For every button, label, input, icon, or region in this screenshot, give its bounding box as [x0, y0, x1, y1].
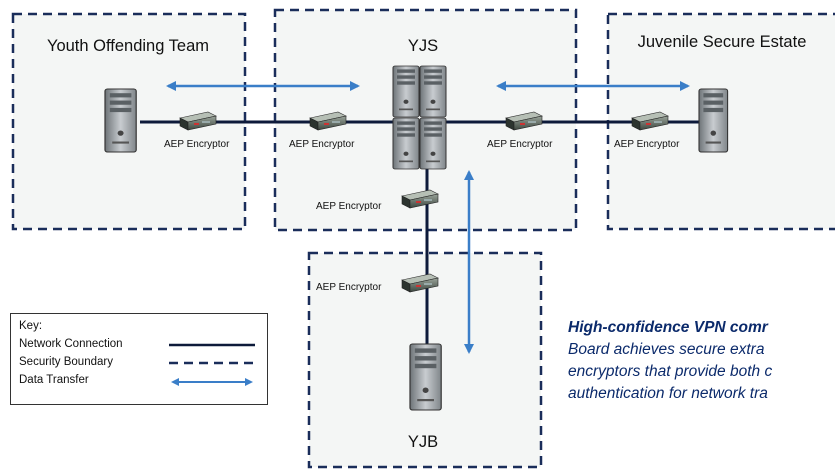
caption-line: authentication for network tra — [568, 385, 768, 402]
legend-label-network: Network Connection — [19, 338, 123, 350]
boundary-title-yjb: YJB — [408, 433, 438, 451]
boundary-title-yot: Youth Offending Team — [47, 37, 209, 55]
encryptor-label: AEP Encryptor — [316, 201, 382, 212]
server-icon-yjb — [409, 343, 442, 411]
legend-label-security: Security Boundary — [19, 356, 113, 368]
caption-line: encryptors that provide both c — [568, 363, 773, 380]
caption-line: Board achieves secure extra — [568, 341, 765, 358]
server-icon-jse — [698, 88, 729, 153]
legend-swatch-arrow — [171, 378, 253, 386]
boundary-title-jse: Juvenile Secure Estate — [638, 33, 807, 51]
legend-title: Key: — [19, 320, 43, 332]
server-icon-yot — [104, 88, 137, 153]
encryptor-label: AEP Encryptor — [164, 139, 230, 150]
legend-key: Key: Network Connection Security Boundar… — [10, 313, 268, 405]
caption-text: High-confidence VPN comr Board achieves … — [568, 317, 835, 405]
encryptor-label: AEP Encryptor — [487, 139, 553, 150]
encryptor-label: AEP Encryptor — [316, 282, 382, 293]
legend-swatch-network-line — [169, 343, 255, 347]
legend-swatch-dashed-line — [169, 361, 255, 365]
legend-label-transfer: Data Transfer — [19, 374, 89, 386]
boundary-title-yjs: YJS — [408, 37, 438, 55]
encryptor-label: AEP Encryptor — [289, 139, 355, 150]
encryptor-label: AEP Encryptor — [614, 139, 680, 150]
caption-title: High-confidence VPN comr — [568, 319, 768, 336]
